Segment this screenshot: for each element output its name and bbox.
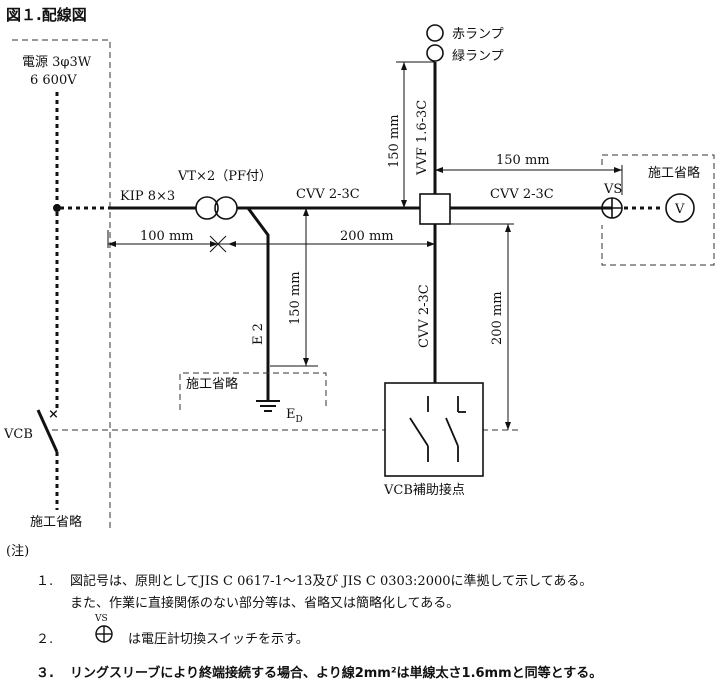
green-lamp-label: 緑ランプ — [452, 49, 504, 64]
vcb-label: VCB — [3, 427, 33, 442]
voltmeter-omitted-boundary — [601, 154, 715, 266]
red-lamp-icon — [426, 24, 444, 42]
red-lamp-label: 赤ランプ — [452, 27, 504, 42]
dim-150-vertical-top-label: 150 mm — [387, 114, 402, 168]
green-lamp-icon — [426, 44, 444, 62]
e2-ground-wire — [246, 207, 270, 400]
vt-coil-left — [195, 196, 219, 220]
dim-150-horizontal-arrow-left — [435, 167, 443, 173]
svg-text:VS: VS — [94, 614, 108, 624]
dim-150-ground-arrow-up — [303, 208, 309, 216]
omitted-ground-label: 施工省略 — [186, 376, 238, 392]
junction-dot — [53, 204, 61, 212]
kip-label: KIP 8×3 — [120, 189, 175, 204]
dim-150-vertical-top-arrow-up — [401, 62, 407, 70]
voltmeter-label: V — [674, 202, 685, 217]
notes-header: (注) — [6, 544, 30, 559]
dim-200-horizontal-arrow-right — [427, 241, 435, 247]
ed-label: ED — [286, 407, 303, 425]
omitted-bottom-label: 施工省略 — [30, 514, 82, 530]
vcb-aux-contact-box — [384, 382, 484, 477]
diagram-title: 図１.配線図 — [6, 6, 87, 24]
vvf-label: VVF 1.6-3C — [415, 100, 430, 176]
aux-contact-left-blade — [409, 417, 429, 447]
cvv-left-label: CVV 2-3C — [296, 187, 360, 202]
note-2-number: ２. — [36, 632, 54, 647]
dim-200-horizontal-label: 200 mm — [340, 229, 394, 244]
dim-150-horizontal-arrow-right — [614, 167, 622, 173]
voltmeter-icon — [665, 193, 695, 223]
power-source-boundary — [12, 39, 111, 528]
dim-100-label: 100 mm — [140, 229, 194, 244]
ground-omitted-boundary — [179, 372, 327, 410]
note-3-text: リングスリーブにより終端接続する場合、より線2mm²は単線太さ1.6mmと同等と… — [70, 666, 603, 681]
dim-200-vertical-label: 200 mm — [490, 291, 505, 345]
dim-150-vertical-top-arrow-down — [401, 200, 407, 208]
dim-150-horizontal-label: 150 mm — [496, 153, 550, 168]
dim-150-ground-arrow-down — [303, 358, 309, 366]
junction-box — [419, 193, 451, 225]
power-source-label: 電源 3φ3W — [22, 55, 92, 70]
dim-100-arrow-right — [210, 241, 218, 247]
vcb-open-mark: × — [48, 407, 59, 422]
note-1-line-2: また、作業に直接関係のない部分等は、省略又は簡略化してある。 — [70, 596, 460, 611]
note-3-number: ３. — [36, 666, 54, 681]
omitted-right-label: 施工省略 — [648, 165, 700, 181]
vcb-switch-blade — [36, 409, 59, 453]
dim-150-ground-label: 150 mm — [288, 271, 303, 325]
wiring-diagram: 図１.配線図 電源 3φ3W 6 600V × VCB 施工省略 KIP 8×3… — [3, 6, 715, 530]
vs-switch-icon: VS — [94, 614, 113, 643]
dim-200-vertical-arrow-down — [505, 422, 511, 430]
e2-label: E 2 — [251, 323, 266, 345]
cvv-right-label: CVV 2-3C — [490, 187, 554, 202]
power-source-voltage: 6 600V — [30, 73, 77, 88]
aux-contact-right-blade — [445, 417, 459, 447]
vt-label: VT×2（PF付） — [177, 169, 272, 184]
note-1-line-1: 図記号は、原則としてJIS C 0617-1～13及び JIS C 0303:2… — [70, 574, 593, 589]
cvv-vertical-label: CVV 2-3C — [417, 284, 432, 348]
note-2-text: は電圧計切換スイッチを示す。 — [128, 632, 309, 647]
note-1-number: １. — [36, 574, 54, 589]
vs-label: VS — [603, 182, 622, 197]
vcb-aux-label: VCB補助接点 — [383, 482, 465, 498]
dim-100-arrow-left — [108, 241, 116, 247]
dim-200-horizontal-arrow-left — [228, 241, 236, 247]
dim-200-vertical-arrow-up — [505, 224, 511, 232]
